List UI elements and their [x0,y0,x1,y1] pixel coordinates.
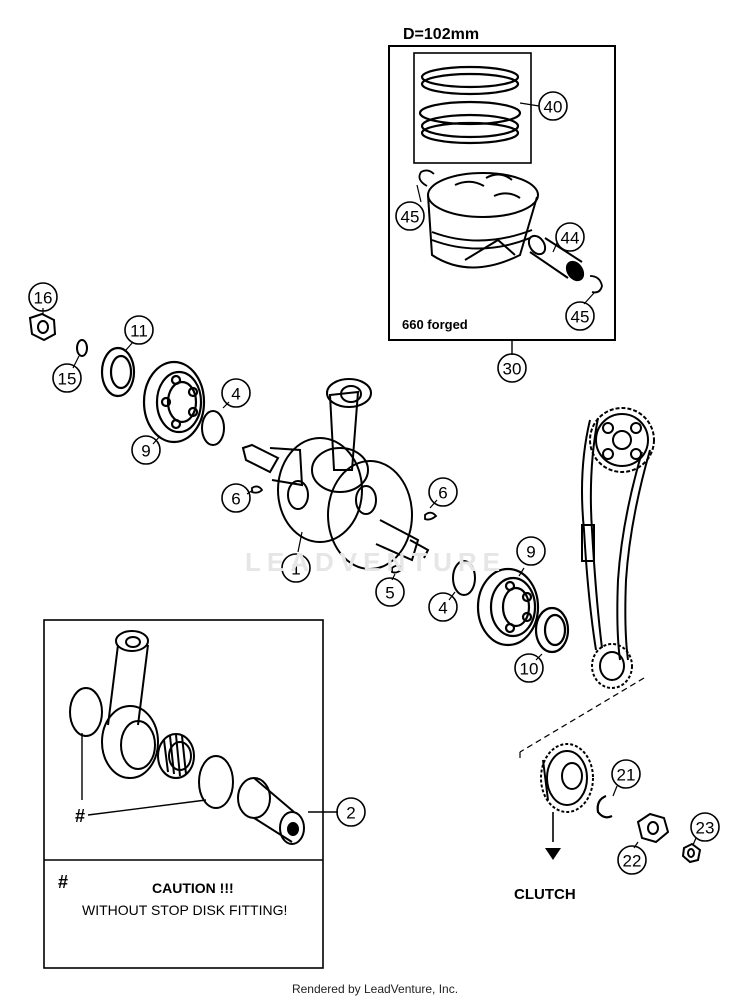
callout-45-bottom-number: 45 [571,308,590,327]
crank-sprocket [591,643,633,689]
callout-16 [28,282,58,312]
key-5 [391,564,404,574]
callout-4-right-number: 4 [438,599,447,618]
callout-11 [124,315,154,345]
footer-credit: Rendered by LeadVenture, Inc. [291,982,459,996]
callout-2-number: 2 [346,804,355,823]
callout-11-number: 11 [130,322,148,341]
callout-6-left [221,483,251,513]
callout-22-number: 22 [623,852,642,871]
callout-6-left-number: 6 [231,490,240,509]
bearing-9-left [142,360,206,444]
callout-16-number: 16 [34,289,53,308]
callout-23 [690,812,720,842]
callout-10-number: 10 [520,660,539,679]
detail-box-frame [43,619,324,969]
needle-bearing [157,733,195,779]
piston-rings [418,65,522,145]
callout-4-left-number: 4 [231,385,240,404]
key-6-right [424,511,438,521]
piston-box-frame [388,45,616,341]
callout-6-right-number: 6 [438,484,447,503]
key-6-left [251,485,264,494]
callout-9-right-number: 9 [526,543,535,562]
caution-title: CAUTION !!! [152,880,234,896]
stop-disk-right [198,755,234,809]
callout-1 [281,553,311,583]
piston-variant-label: 660 forged [402,317,468,332]
callout-44 [555,222,585,252]
washer-23 [681,842,702,864]
primary-gear [540,743,594,813]
callout-15 [52,363,82,393]
callout-40 [538,91,568,121]
callout-9-right [516,536,546,566]
dashed-guide [519,677,645,760]
nut-16 [28,312,57,342]
callout-5 [375,577,405,607]
callout-1-number: 1 [291,560,300,579]
callout-45-bottom [565,301,595,331]
cam-sprocket [589,407,655,473]
clutch-label: CLUTCH [514,886,576,903]
bearing-9-right [476,567,540,647]
callout-10 [514,653,544,683]
callout-45-top-number: 45 [401,208,420,227]
crankshaft [241,378,430,570]
stop-disk-left [69,687,103,737]
callout-40-number: 40 [544,98,563,117]
crank-pin [237,777,305,845]
callout-4-right [428,592,458,622]
piston-pin [527,234,585,282]
circlip-right [589,275,603,294]
seal-10 [534,606,570,654]
hash-mark: # [75,806,86,826]
callout-22 [617,845,647,875]
callout-21-number: 21 [617,766,636,785]
caution-hash-mark: # [58,872,69,892]
thrust-washer-4-left [201,410,225,446]
callout-45-top [395,201,425,231]
clutch-arrow [545,848,561,860]
caution-text: WITHOUT STOP DISK FITTING! [82,902,288,918]
piston-diameter-label: D=102mm [403,26,480,43]
watermark: LEADVENTURE [245,547,507,577]
callout-15-number: 15 [58,370,77,389]
callout-9-left [131,435,161,465]
timing-chain [581,417,651,661]
callout-21 [611,759,641,789]
callout-2 [336,797,366,827]
callout-6-right [428,477,458,507]
piston [427,172,539,269]
callout-23-number: 23 [696,819,715,838]
callout-44-number: 44 [561,229,580,248]
callout-30-number: 30 [503,360,522,379]
callout-5-number: 5 [385,584,394,603]
callout-4-left [221,378,251,408]
callout-9-left-number: 9 [141,442,150,461]
circlip-top [418,169,435,187]
washer-15 [76,339,88,357]
nut-22 [636,812,670,844]
callout-30 [497,353,527,383]
piston-ring-box-frame [413,52,532,164]
thrust-washer-4-right [452,560,476,596]
circlip-21 [596,794,613,819]
connecting-rod-detail [101,630,159,779]
seal-11 [100,346,136,398]
